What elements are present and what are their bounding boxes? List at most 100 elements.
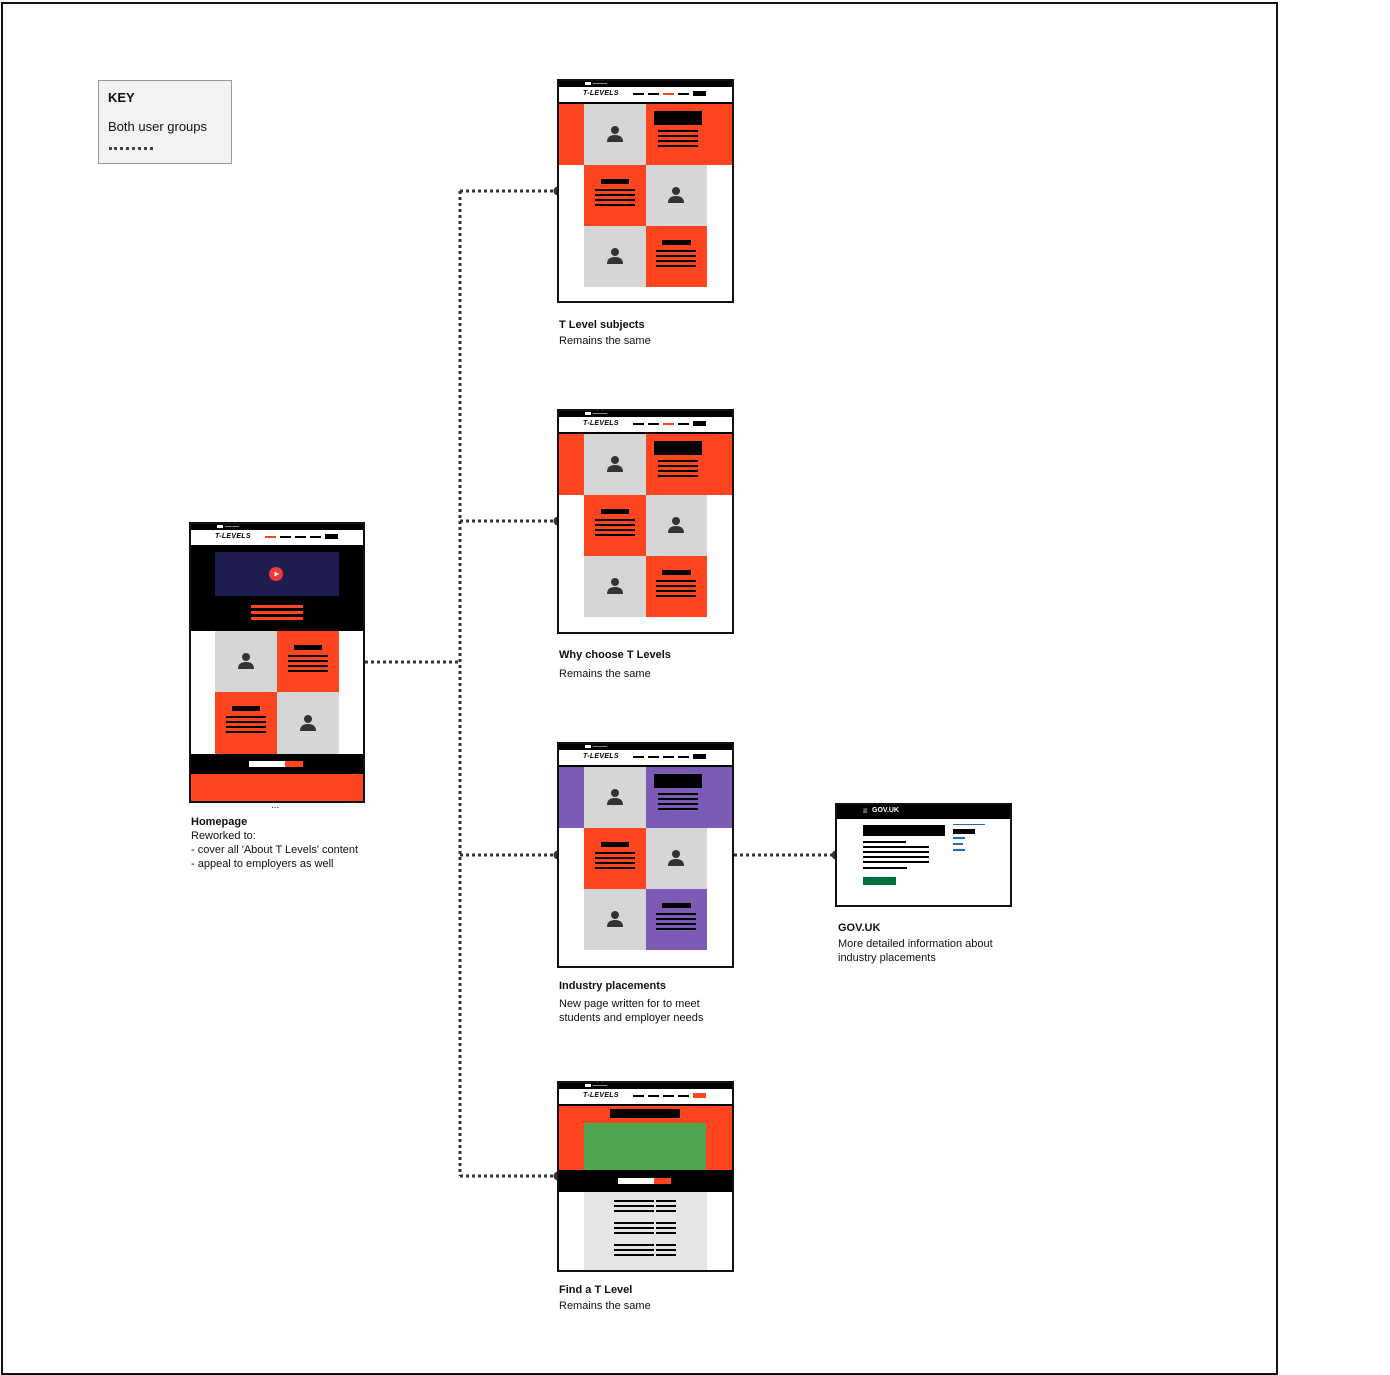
result-line	[614, 1244, 654, 1246]
result-line	[656, 1232, 676, 1234]
tile-line	[658, 140, 698, 142]
nav-item	[633, 423, 644, 425]
hero-video	[215, 552, 339, 596]
nav-item	[633, 1095, 644, 1097]
tile-line	[226, 726, 266, 728]
tile-line	[658, 793, 698, 795]
govuk-related-rule	[953, 824, 985, 825]
topbar-text	[593, 413, 607, 414]
tile-image	[646, 165, 707, 226]
person-icon	[607, 789, 623, 805]
tile-line	[656, 595, 696, 597]
tile-line	[658, 803, 698, 805]
result-line	[656, 1222, 676, 1224]
govuk-line	[863, 841, 906, 843]
nav-item	[663, 1095, 674, 1097]
topbar-text	[225, 526, 239, 527]
tile-heading	[601, 842, 629, 847]
caption-homepage: Homepage Reworked to: - cover all 'About…	[191, 815, 358, 871]
wireframe-find-a-t-level: T-LEVELS	[557, 1081, 734, 1272]
diagram-frame	[1, 2, 1278, 1375]
search-box	[249, 761, 285, 767]
result-line	[656, 1205, 676, 1207]
tile-line	[658, 475, 698, 477]
caption-title: GOV.UK	[838, 922, 881, 934]
wireframe-why-choose-t-levels: T-LEVELS	[557, 409, 734, 634]
caption-title: T Level subjects	[559, 319, 645, 331]
tile-line	[226, 731, 266, 733]
tlevels-logo: T-LEVELS	[583, 753, 619, 760]
nav-item	[633, 93, 644, 95]
tile-heading	[654, 111, 702, 125]
legend-dotted-line	[109, 147, 153, 150]
tile-heading	[662, 570, 691, 575]
tile-image	[584, 104, 646, 165]
caption-line: - appeal to employers as well	[191, 858, 334, 870]
tile-line	[658, 130, 698, 132]
nav-item	[633, 756, 644, 758]
tile-image	[277, 692, 339, 754]
govuk-related-link	[953, 843, 963, 845]
tile-line	[595, 204, 635, 206]
tile-line	[658, 470, 698, 472]
wireframe-header: T-LEVELS	[559, 87, 732, 104]
tile-heading	[662, 240, 691, 245]
result-line	[614, 1200, 654, 1202]
result-line	[656, 1200, 676, 1202]
nav-item	[648, 1095, 659, 1097]
caption-line: Remains the same	[559, 1300, 651, 1312]
nav-item	[678, 1095, 689, 1097]
wireframe-topbar	[559, 1083, 732, 1089]
wireframe-topbar	[559, 411, 732, 417]
nav-button	[693, 754, 706, 759]
tile-image	[584, 556, 646, 617]
tile-text	[584, 495, 646, 556]
tile-line	[656, 580, 696, 582]
tile-line	[288, 660, 328, 662]
nav-item	[678, 756, 689, 758]
tile-text	[646, 104, 707, 165]
caption-title: Why choose T Levels	[559, 649, 671, 661]
result-line	[614, 1210, 654, 1212]
caption-title: Homepage	[191, 816, 248, 828]
crown-icon	[585, 82, 591, 85]
caption-line: Remains the same	[559, 335, 651, 347]
wireframe-topbar	[191, 524, 363, 530]
tile-text	[584, 828, 646, 889]
person-icon	[668, 517, 684, 533]
caption-title: Industry placements	[559, 980, 666, 992]
search-band	[559, 1170, 732, 1192]
nav-item	[663, 423, 674, 425]
govuk-related-link	[953, 837, 965, 839]
topbar-text	[593, 746, 607, 747]
footer-band	[191, 774, 363, 801]
nav-button	[693, 1093, 706, 1098]
tlevels-logo: T-LEVELS	[215, 533, 251, 540]
tile-line	[595, 534, 635, 536]
tile-heading	[294, 645, 322, 650]
nav-item	[663, 93, 674, 95]
result-line	[614, 1227, 654, 1229]
find-hero	[559, 1106, 732, 1170]
tlevels-logo: T-LEVELS	[583, 420, 619, 427]
nav-item	[648, 423, 659, 425]
nav-item	[663, 756, 674, 758]
person-icon	[607, 456, 623, 472]
tile-line	[595, 862, 635, 864]
caption-line: New page written for to meet	[559, 998, 700, 1010]
govuk-start-button	[863, 877, 896, 885]
caption-line: - cover all 'About T Levels' content	[191, 844, 359, 856]
nav-item	[295, 536, 306, 538]
wireframe-header: T-LEVELS	[559, 1089, 732, 1106]
person-icon	[607, 911, 623, 927]
tile-text	[584, 165, 646, 226]
result-line	[614, 1222, 654, 1224]
caption-line: industry placements	[838, 952, 936, 964]
tile-line	[595, 189, 635, 191]
result-line	[656, 1210, 676, 1212]
person-icon	[300, 715, 316, 731]
result-line	[614, 1205, 654, 1207]
tile-image	[646, 828, 707, 889]
tile-line	[658, 135, 698, 137]
crown-icon	[585, 745, 591, 748]
